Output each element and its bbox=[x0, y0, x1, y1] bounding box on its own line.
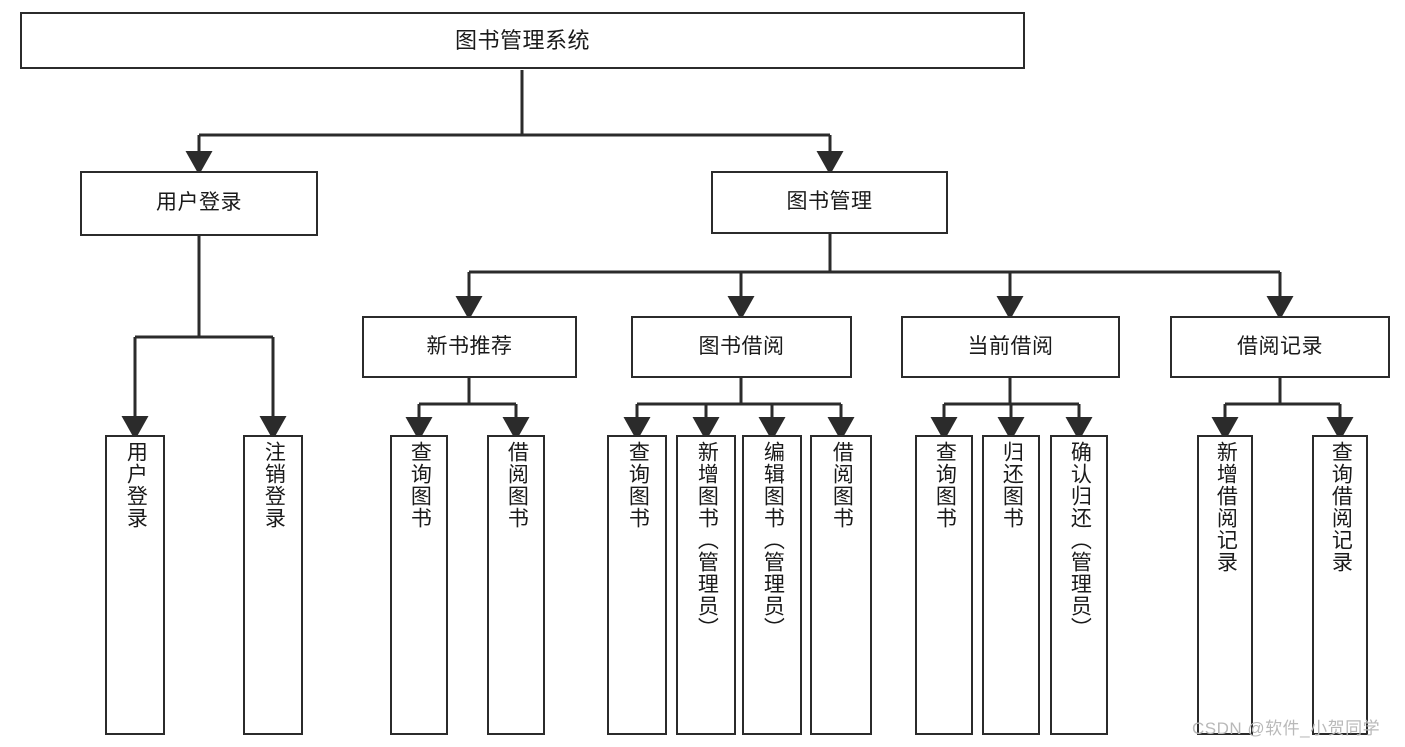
leaf-nb-borrow-book-label: 借阅图书 bbox=[505, 441, 529, 529]
leaf-nb-query-book-label: 查询图书 bbox=[408, 441, 432, 529]
leaf-bb-borrow-book-label: 借阅图书 bbox=[830, 441, 854, 529]
leaf-br-add-record[interactable]: 新增借阅记录 bbox=[1197, 435, 1253, 735]
leaf-br-query-record-label: 查询借阅记录 bbox=[1329, 441, 1353, 573]
leaf-bb-add-book[interactable]: 新增图书（管理员） bbox=[676, 435, 736, 735]
leaf-bb-borrow-book[interactable]: 借阅图书 bbox=[810, 435, 872, 735]
csdn-watermark: CSDN @软件_小贺同学 bbox=[1192, 719, 1381, 738]
node-root[interactable]: 图书管理系统 bbox=[20, 12, 1025, 69]
leaf-bb-add-book-label: 新增图书（管理员） bbox=[695, 441, 719, 639]
node-borrow-record-label: 借阅记录 bbox=[1237, 334, 1323, 358]
leaf-cb-query-book[interactable]: 查询图书 bbox=[915, 435, 973, 735]
node-book-manage[interactable]: 图书管理 bbox=[711, 171, 948, 234]
leaf-cb-query-book-label: 查询图书 bbox=[933, 441, 957, 529]
node-book-borrow-label: 图书借阅 bbox=[698, 334, 785, 358]
leaf-user-login[interactable]: 用户登录 bbox=[105, 435, 165, 735]
node-borrow-record[interactable]: 借阅记录 bbox=[1170, 316, 1390, 378]
leaf-logout[interactable]: 注销登录 bbox=[243, 435, 303, 735]
leaf-br-add-record-label: 新增借阅记录 bbox=[1214, 441, 1238, 573]
node-book-borrow[interactable]: 图书借阅 bbox=[631, 316, 852, 378]
node-current-borrow-label: 当前借阅 bbox=[967, 334, 1054, 358]
node-user-login[interactable]: 用户登录 bbox=[80, 171, 318, 236]
leaf-logout-label: 注销登录 bbox=[262, 441, 286, 529]
leaf-cb-return-book-label: 归还图书 bbox=[1000, 441, 1024, 529]
leaf-cb-return-book[interactable]: 归还图书 bbox=[982, 435, 1040, 735]
node-book-manage-label: 图书管理 bbox=[786, 190, 873, 214]
leaf-nb-borrow-book[interactable]: 借阅图书 bbox=[487, 435, 545, 735]
node-root-label: 图书管理系统 bbox=[454, 27, 590, 53]
leaf-bb-query-book[interactable]: 查询图书 bbox=[607, 435, 667, 735]
leaf-nb-query-book[interactable]: 查询图书 bbox=[390, 435, 448, 735]
node-new-book-recommend[interactable]: 新书推荐 bbox=[362, 316, 577, 378]
node-current-borrow[interactable]: 当前借阅 bbox=[901, 316, 1120, 378]
node-user-login-label: 用户登录 bbox=[156, 191, 242, 215]
node-new-book-recommend-label: 新书推荐 bbox=[426, 334, 513, 358]
leaf-user-login-label: 用户登录 bbox=[124, 441, 148, 529]
leaf-bb-query-book-label: 查询图书 bbox=[626, 441, 650, 529]
leaf-br-query-record[interactable]: 查询借阅记录 bbox=[1312, 435, 1368, 735]
leaf-cb-confirm-return[interactable]: 确认归还（管理员） bbox=[1050, 435, 1108, 735]
leaf-cb-confirm-return-label: 确认归还（管理员） bbox=[1068, 441, 1092, 639]
leaf-bb-edit-book-label: 编辑图书（管理员） bbox=[761, 441, 785, 639]
leaf-bb-edit-book[interactable]: 编辑图书（管理员） bbox=[742, 435, 802, 735]
